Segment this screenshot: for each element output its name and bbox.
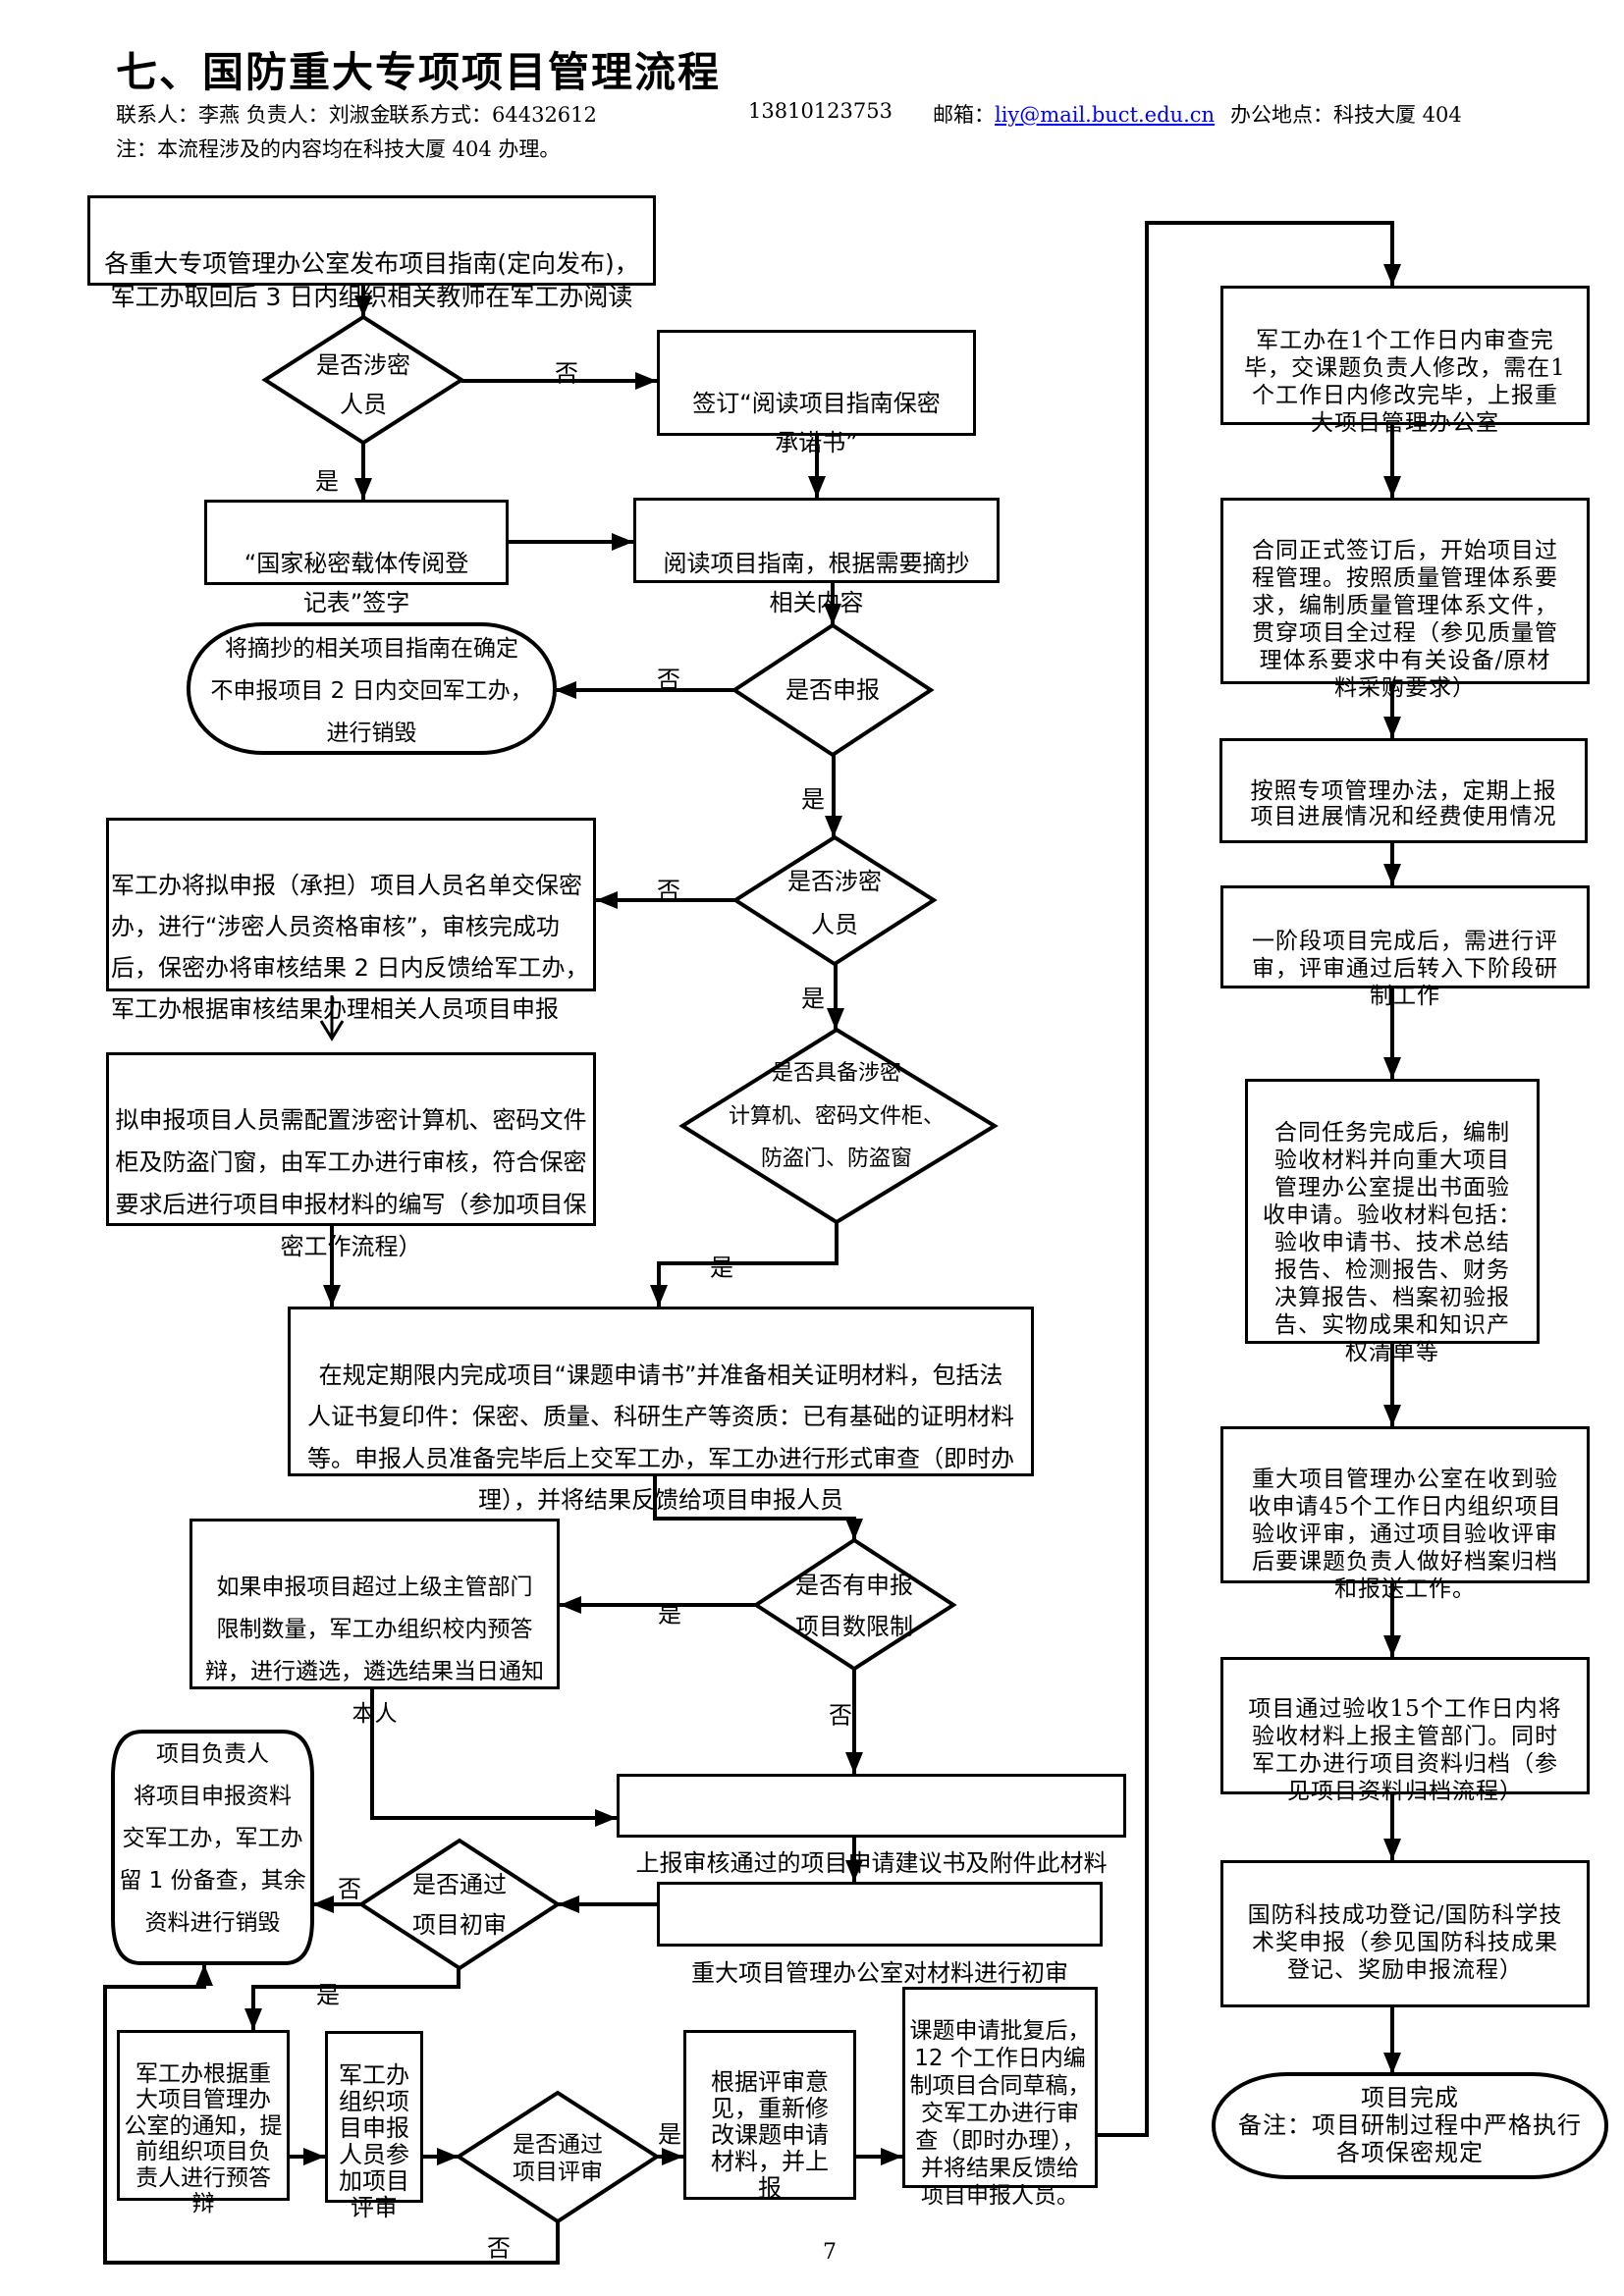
decision-text-apply: 是否申报 — [785, 676, 880, 704]
step-periodic-report: 按照专项管理办法，定期上报 项目进展情况和经费使用情况 — [1219, 738, 1588, 843]
page-title: 七、国防重大专项项目管理流程 — [116, 48, 722, 96]
edge-label-no: 否 — [555, 359, 578, 388]
phone-label: 联系方式： — [389, 103, 492, 127]
step-text: 军工办 组织项 目申报 人员参 加项目 评审 — [339, 2061, 409, 2221]
step-text: 阅读项目指南，根据需要摘抄 相关内容 — [663, 550, 970, 616]
step-sign-commitment: 签订“阅读项目指南保密 承诺书” — [657, 330, 976, 456]
step-equipment-config: 拟申报项目人员需配置涉密计算机、密码文件 柜及防盗门窗，由军工办进行审核，符合保… — [106, 1052, 596, 1260]
step-process-management: 合同正式签订后，开始项目过 程管理。按照质量管理体系要 求，编制质量管理体系文件… — [1220, 498, 1590, 701]
edge-label-yes: 是 — [316, 1981, 340, 2009]
step-internal-selection: 如果申报项目超过上级主管部门 限制数量，军工办组织校内预答 辩，进行遴选，遴选结… — [189, 1519, 560, 1727]
step-text: 合同任务完成后，编制 验收材料并向重大项目 管理办公室提出书面验 收申请。验收材… — [1263, 1120, 1522, 1365]
decision-text-classified-2: 是否涉密 人员 — [787, 868, 882, 938]
phone-number: 64432612 — [492, 103, 597, 127]
step-pre-defense: 军工办根据重 大项目管理办 公室的通知，提 前组织项目负 责人进行预答 辩 — [117, 2030, 290, 2216]
connector-arrow — [370, 1689, 617, 1827]
step-acceptance-application: 合同任务完成后，编制 验收材料并向重大项目 管理办公室提出书面验 收申请。验收材… — [1245, 1079, 1540, 1365]
step-archive: 项目通过验收15个工作日内将 验收材料上报主管部门。同时 军工办进行项目资料归档… — [1220, 1657, 1590, 1804]
edge-label-no: 否 — [338, 1875, 361, 1903]
decision-text-classified-1: 是否涉密 人员 — [316, 351, 410, 418]
step-read-guide: 阅读项目指南，根据需要摘抄 相关内容 — [633, 498, 1000, 616]
step-text: 项目通过验收15个工作日内将 验收材料上报主管部门。同时 军工办进行项目资料归档… — [1248, 1696, 1562, 1804]
step-revise-application: 根据评审意 见，重新修 改课题申请 材料，并上 报 — [683, 2030, 856, 2202]
step-text: 重大项目管理办公室在收到验 收申请45个工作日内组织项目 验收评审，通过项目验收… — [1248, 1467, 1562, 1602]
office-group: 办公地点：科技大厦 404 — [1230, 99, 1462, 129]
edge-label-no: 否 — [657, 877, 680, 905]
contact-person-label: 联系人： — [116, 103, 198, 127]
step-text: 签订“阅读项目指南保密 承诺书” — [692, 390, 941, 456]
header-note: 注：本流程涉及的内容均在科技大厦 404 办理。 — [116, 137, 561, 161]
step-text: 按照专项管理办法，定期上报 项目进展情况和经费使用情况 — [1250, 778, 1557, 829]
open-arrow — [319, 995, 345, 1041]
step-award-application: 国防科技成功登记/国防科学技 术奖申报（参见国防科技成果 登记、奖励申报流程） — [1220, 1860, 1590, 2007]
terminal-shape — [111, 1730, 314, 1965]
step-text: 拟申报项目人员需配置涉密计算机、密码文件 柜及防盗门窗，由军工办进行审核，符合保… — [115, 1106, 587, 1260]
phone-group: 联系方式：64432612 — [389, 99, 597, 129]
edge-label-yes: 是 — [658, 2120, 681, 2149]
connector-arrow — [244, 1968, 460, 2030]
step-text: 国防科技成功登记/国防科学技 术奖申报（参见国防科技成果 登记、奖励申报流程） — [1247, 1902, 1563, 1983]
terminal-shape — [1212, 2072, 1608, 2179]
edge-label-yes: 是 — [801, 985, 825, 1013]
office-location: 科技大厦 404 — [1333, 103, 1462, 127]
step-text: 军工办在1个工作日内审查完 毕，交课题负责人修改，需在1 个工作日内修改完毕，上… — [1244, 328, 1566, 436]
terminal-return-materials: 项目负责人 将项目申报资料 交军工办，军工办 留 1 份备查，其余 资料进行销毁 — [119, 1741, 306, 1936]
edge-label-no: 否 — [657, 666, 680, 694]
edge-label-yes: 是 — [801, 785, 825, 814]
step-text: 上报审核通过的项目申请建议书及附件此材料 — [635, 1849, 1108, 1877]
edge-label-no: 否 — [829, 1701, 852, 1730]
email-group: 邮箱：liy@mail.buct.edu.cn — [933, 99, 1215, 129]
step-text: 合同正式签订后，开始项目过 程管理。按照质量管理体系要 求，编制质量管理体系文件… — [1252, 538, 1558, 701]
step-submit-proposal: 上报审核通过的项目申请建议书及附件此材料 — [617, 1774, 1126, 1877]
office-label: 办公地点： — [1230, 103, 1333, 127]
edge-label-yes: 是 — [658, 1600, 681, 1629]
step-publish-guide: 各重大专项管理办公室发布项目指南(定向发布)， 军工办取回后 3 日内组织相关教… — [87, 195, 656, 311]
step-stage-review: 一阶段项目完成后，需进行评 审，评审通过后转入下阶段研 制工作 — [1220, 885, 1590, 1009]
step-text: 重大项目管理办公室对材料进行初审 — [691, 1959, 1068, 1987]
step-text: 军工办将拟申报（承担）项目人员名单交保密 办，进行“涉密人员资格审核”，审核完成… — [111, 872, 589, 1023]
owner-label: 负责人： — [245, 103, 329, 127]
step-review-contract: 军工办在1个工作日内审查完 毕，交课题负责人修改，需在1 个工作日内修改完毕，上… — [1220, 286, 1590, 436]
edge-label-yes: 是 — [710, 1254, 733, 1282]
terminal-return-destroy: 将摘抄的相关项目指南在确定 不申报项目 2 日内交回军工办， 进行销毁 — [210, 636, 533, 746]
step-text: 各重大专项管理办公室发布项目指南(定向发布)， 军工办取回后 3 日内组织相关教… — [104, 249, 639, 311]
email-link[interactable]: liy@mail.buct.edu.cn — [995, 103, 1216, 127]
step-prepare-application: 在规定期限内完成项目“课题申请书”并准备相关证明材料，包括法 人证书复印件：保密… — [288, 1307, 1034, 1514]
connector-arrow — [1098, 221, 1401, 2137]
step-organize-review: 军工办 组织项 目申报 人员参 加项目 评审 — [325, 2031, 423, 2221]
terminal-project-complete: 项目完成 备注：项目研制过程中严格执行 各项保密规定 — [1238, 2084, 1582, 2166]
step-text: 如果申报项目超过上级主管部门 限制数量，军工办组织校内预答 辩，进行遴选，遴选结… — [205, 1575, 544, 1727]
connector-arrow — [103, 1964, 560, 2265]
connector-arrow — [653, 1476, 863, 1540]
step-sign-register: “国家秘密载体传阅登 记表”签字 — [204, 500, 509, 616]
email-label: 邮箱： — [933, 103, 995, 127]
step-text: 一阶段项目完成后，需进行评 审，评审通过后转入下阶段研 制工作 — [1252, 929, 1558, 1009]
decision-text-review: 是否通过 项目评审 — [513, 2132, 603, 2185]
step-qualification-review: 军工办将拟申报（承担）项目人员名单交保密 办，进行“涉密人员资格审核”，审核完成… — [106, 818, 596, 1023]
step-text: “国家秘密载体传阅登 记表”签字 — [244, 550, 469, 616]
mobile-number: 13810123753 — [748, 99, 893, 123]
step-draft-contract: 课题申请批复后， 12 个工作日内编 制项目合同草稿， 交军工办进行审 查（即时… — [902, 1987, 1098, 2209]
edge-label-yes: 是 — [315, 467, 339, 496]
step-text: 课题申请批复后， 12 个工作日内编 制项目合同草稿， 交军工办进行审 查（即时… — [909, 2018, 1091, 2209]
step-acceptance-review: 重大项目管理办公室在收到验 收申请45个工作日内组织项目 验收评审，通过项目验收… — [1220, 1426, 1590, 1602]
decision-text-equipment: 是否具备涉密 计算机、密码文件柜、 防盗门、防盗窗 — [728, 1061, 945, 1171]
owner: 刘淑金 — [328, 103, 391, 127]
contact-person-group: 联系人：李燕 负责人：刘淑金 — [116, 99, 391, 129]
step-text: 根据评审意 见，重新修 改课题申请 材料，并上 报 — [711, 2068, 829, 2202]
step-text: 军工办根据重 大项目管理办 公室的通知，提 前组织项目负 责人进行预答 辩 — [124, 2060, 283, 2217]
decision-text-preliminary: 是否通过 项目初审 — [412, 1871, 507, 1939]
contact-person: 李燕 — [198, 103, 240, 127]
step-text: 在规定期限内完成项目“课题申请书”并准备相关证明材料，包括法 人证书复印件：保密… — [307, 1361, 1014, 1515]
connector-arrow — [650, 1222, 839, 1307]
decision-text-quota: 是否有申报 项目数限制 — [795, 1572, 913, 1640]
page-number: 7 — [823, 2240, 837, 2265]
step-preliminary-review: 重大项目管理办公室对材料进行初审 — [657, 1882, 1103, 1987]
edge-label-no: 否 — [487, 2234, 511, 2263]
